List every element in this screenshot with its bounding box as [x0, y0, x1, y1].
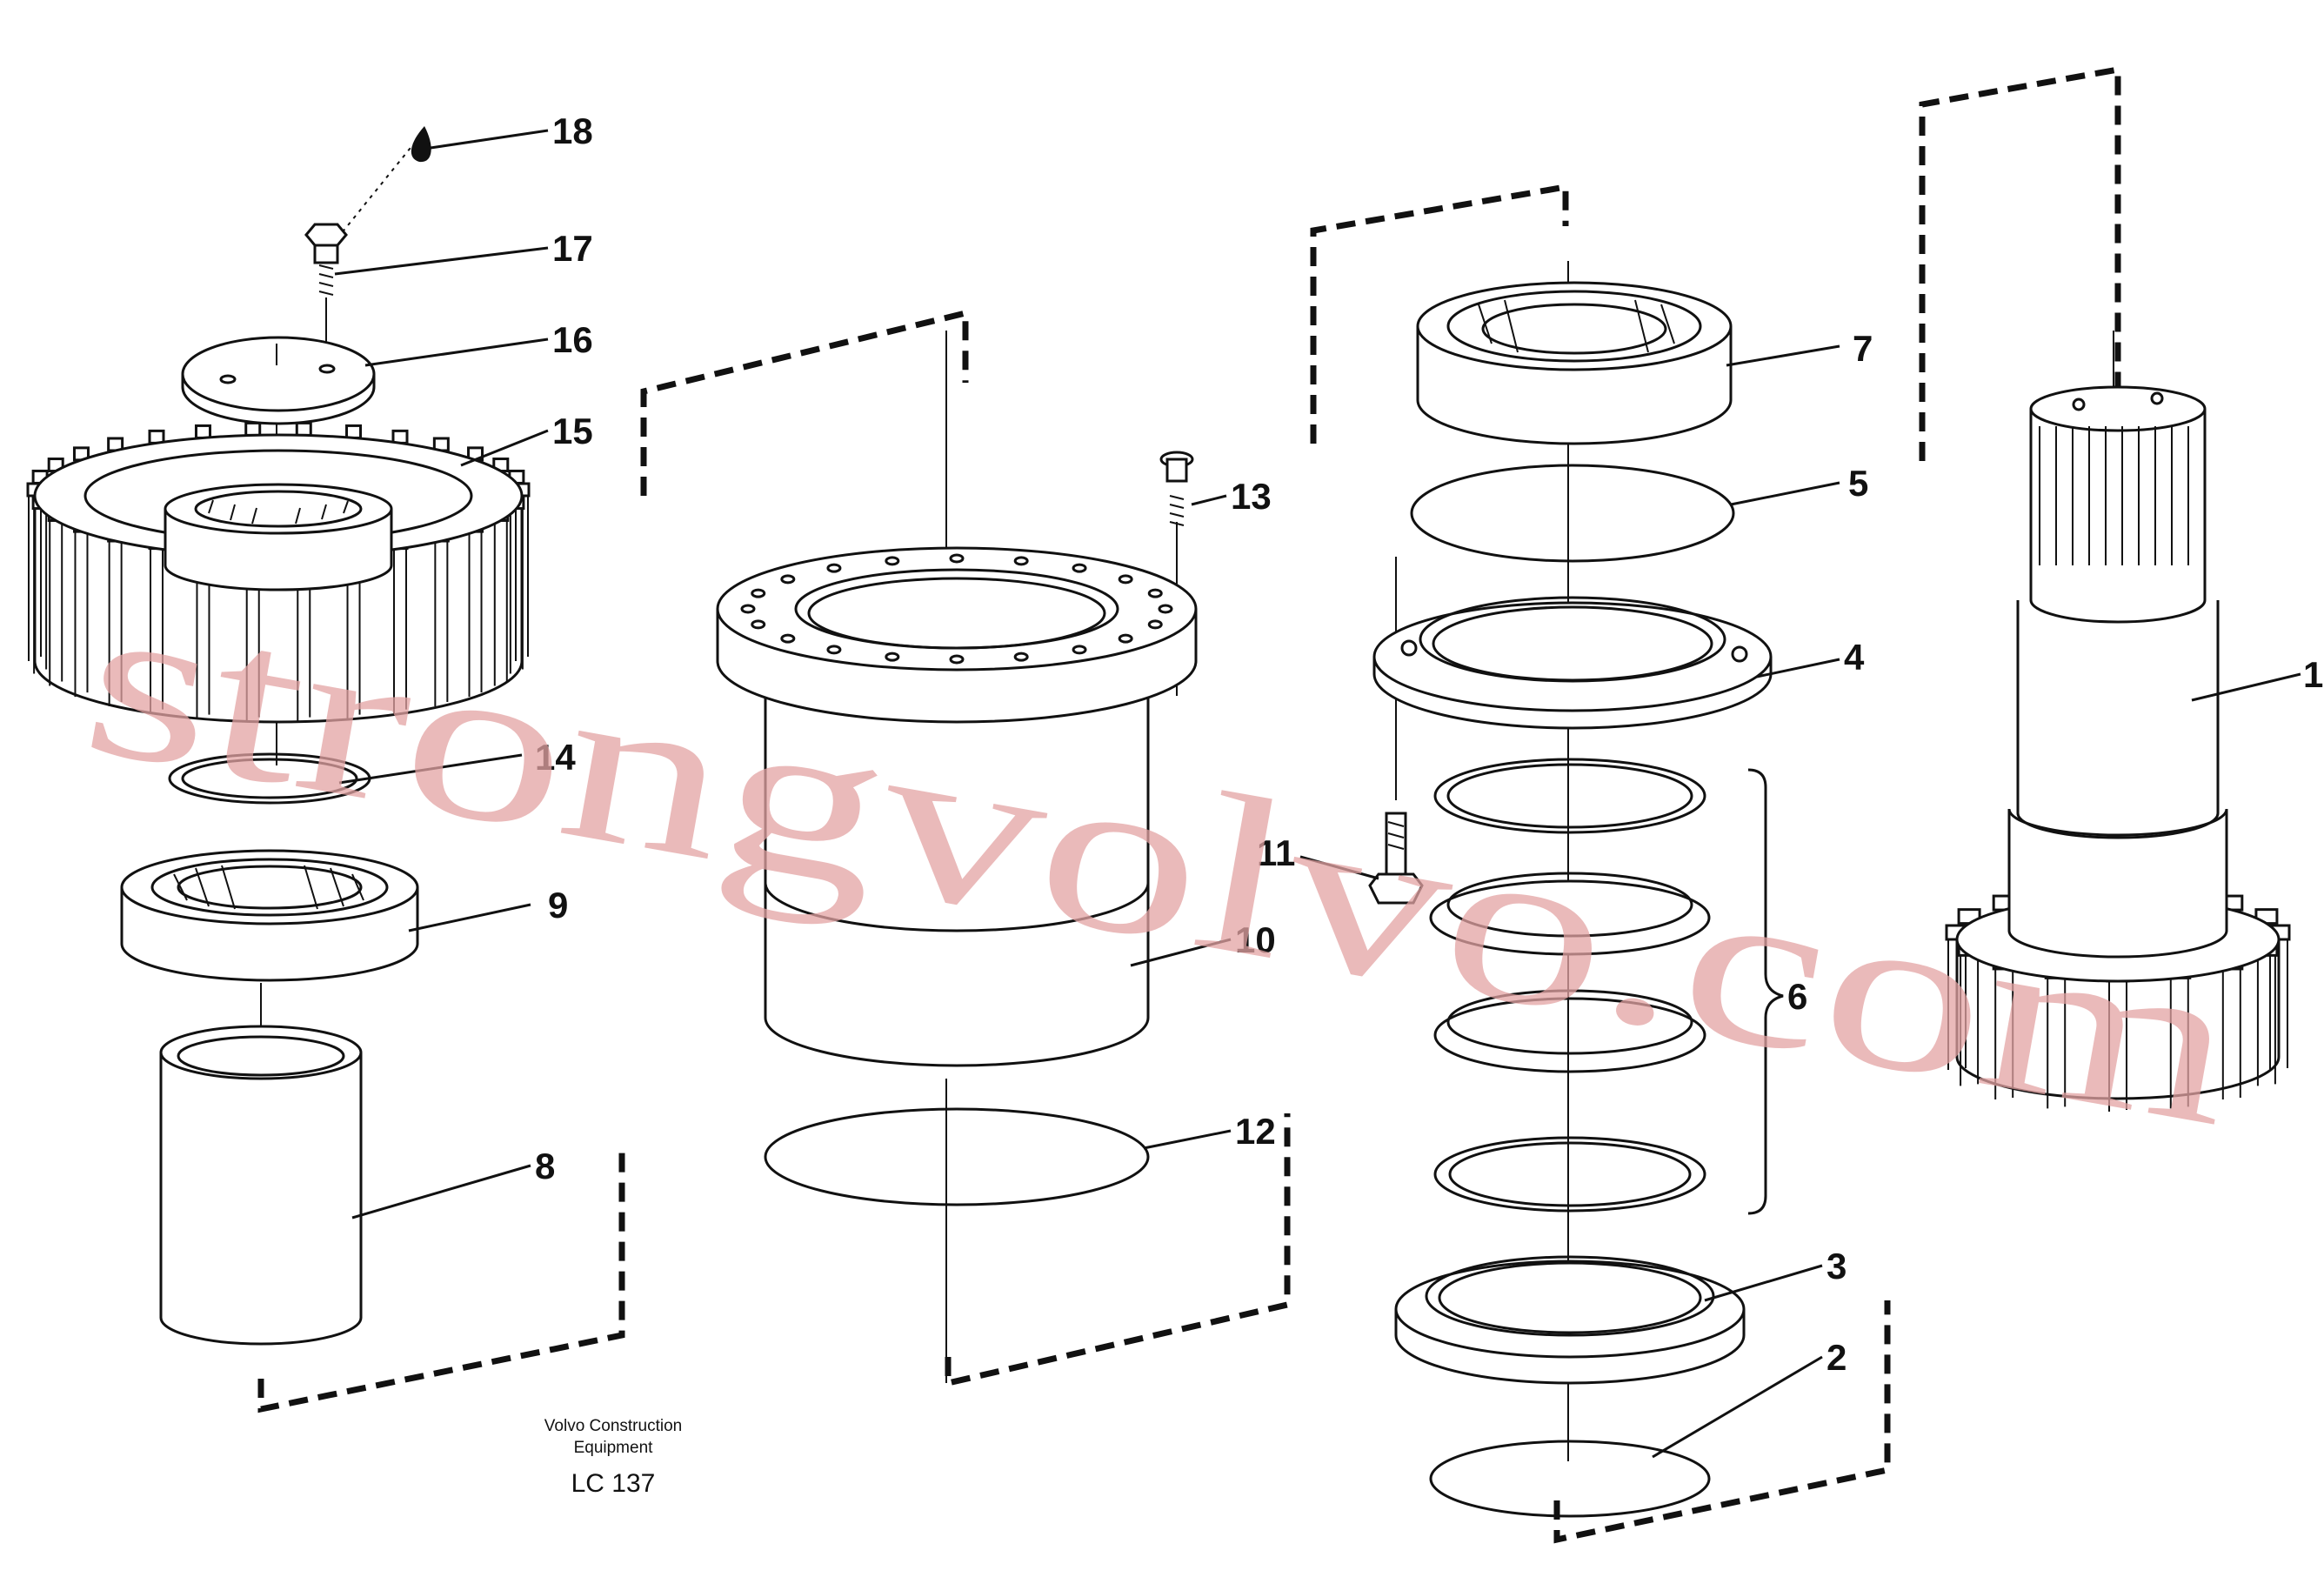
bearing-part-7: [1416, 281, 1733, 445]
callout-17: 17: [552, 228, 593, 269]
caption-equipment: Equipment: [574, 1439, 654, 1457]
flange-hole: [1118, 633, 1133, 644]
gear-tooth: [28, 487, 42, 661]
sleeve-part-8: [159, 1025, 363, 1346]
gear-tooth: [108, 532, 123, 707]
callout-12: 12: [1235, 1111, 1276, 1152]
screw-part-17: [304, 223, 348, 348]
flange-hole: [949, 654, 965, 665]
flange-hole: [740, 604, 756, 614]
flange-hole: [1013, 556, 1029, 566]
callout-14: 14: [535, 737, 576, 778]
bearing-part-9: [120, 849, 419, 982]
seal-part-3: [1394, 1255, 1746, 1385]
pinion-tooth: [2108, 981, 2127, 1112]
callout-8: 8: [535, 1146, 555, 1186]
flange-hole: [1072, 563, 1087, 573]
callout-13: 13: [1231, 476, 1272, 517]
caption-block: Volvo Construction Equipment LC 137: [544, 1417, 682, 1498]
flange-hole: [826, 645, 842, 655]
callout-2: 2: [1826, 1337, 1847, 1378]
leader-lines: [334, 129, 2301, 1459]
flange-hole: [1158, 604, 1173, 614]
caption-company: Volvo Construction: [544, 1417, 682, 1435]
gear-tooth-top: [295, 421, 312, 437]
pinion-tooth: [2269, 939, 2288, 1070]
pinion-tooth: [2256, 955, 2276, 1086]
dashed-assembly-lines: [257, 65, 2121, 1544]
cover-plate-part-16: [181, 336, 376, 425]
o-ring-part-12: [764, 1107, 1150, 1206]
callout-4: 4: [1844, 637, 1865, 678]
pinion-tooth: [1994, 968, 2014, 1099]
callout-18: 18: [552, 110, 593, 151]
flange-hole: [1072, 645, 1087, 655]
gear-tooth: [434, 532, 449, 707]
gear-tooth: [468, 523, 483, 698]
gear-tooth: [493, 511, 508, 686]
flange-hole: [949, 553, 965, 564]
callout-9: 9: [548, 885, 568, 925]
seal-kit-part-6: [1429, 758, 1784, 1215]
flange-hole: [1147, 588, 1163, 598]
callout-10: 10: [1235, 919, 1276, 960]
callout-1: 1: [2303, 654, 2323, 695]
flange-hole: [780, 574, 796, 585]
pinion-tooth: [2221, 968, 2241, 1099]
pinion-tooth: [1960, 955, 1980, 1086]
flange-hole: [885, 652, 900, 662]
callout-3: 3: [1826, 1246, 1847, 1286]
callouts: 18 17 16 15 14 9 8 10 12 13 11 7 5 4 6 3…: [535, 110, 2323, 1378]
pinion-tooth: [2169, 978, 2189, 1109]
gear-tooth: [74, 523, 89, 698]
flange-hole: [885, 556, 900, 566]
flange-hole: [1013, 652, 1029, 662]
gear-tooth: [33, 499, 48, 674]
ring-part-5: [1410, 464, 1735, 563]
gear-tooth: [49, 511, 63, 686]
flange-hole: [1147, 619, 1163, 630]
bolt-part-13: [1159, 451, 1194, 526]
callout-5: 5: [1848, 463, 1868, 504]
gear-tooth: [515, 487, 529, 661]
flange-hole: [751, 588, 766, 598]
gear-tooth: [393, 539, 407, 714]
flange-ring-part-4: [1372, 596, 1773, 730]
callout-16: 16: [552, 319, 593, 360]
callout-15: 15: [552, 411, 593, 451]
flange-hole: [780, 633, 796, 644]
gear-tooth: [150, 539, 164, 714]
flange-hole: [1118, 574, 1133, 585]
callout-11: 11: [1257, 832, 1295, 873]
callout-6: 6: [1787, 976, 1807, 1017]
bolt-part-11: [1368, 812, 1424, 905]
diagram-code: LC 137: [571, 1469, 656, 1498]
flange-hole: [751, 619, 766, 630]
pinion-tooth: [1947, 939, 1967, 1070]
housing-part-10: [716, 546, 1198, 1067]
gear-tooth: [509, 499, 524, 674]
pinion-tooth: [2047, 978, 2067, 1109]
flange-hole: [826, 563, 842, 573]
ring-part-2: [1429, 1440, 1711, 1518]
oil-drop-part-18: [411, 126, 431, 163]
gear-part-15: [26, 421, 531, 724]
callout-7: 7: [1853, 328, 1873, 369]
gear-tooth-top: [244, 421, 262, 437]
pinion-shaft-part-1: [1945, 385, 2291, 1112]
